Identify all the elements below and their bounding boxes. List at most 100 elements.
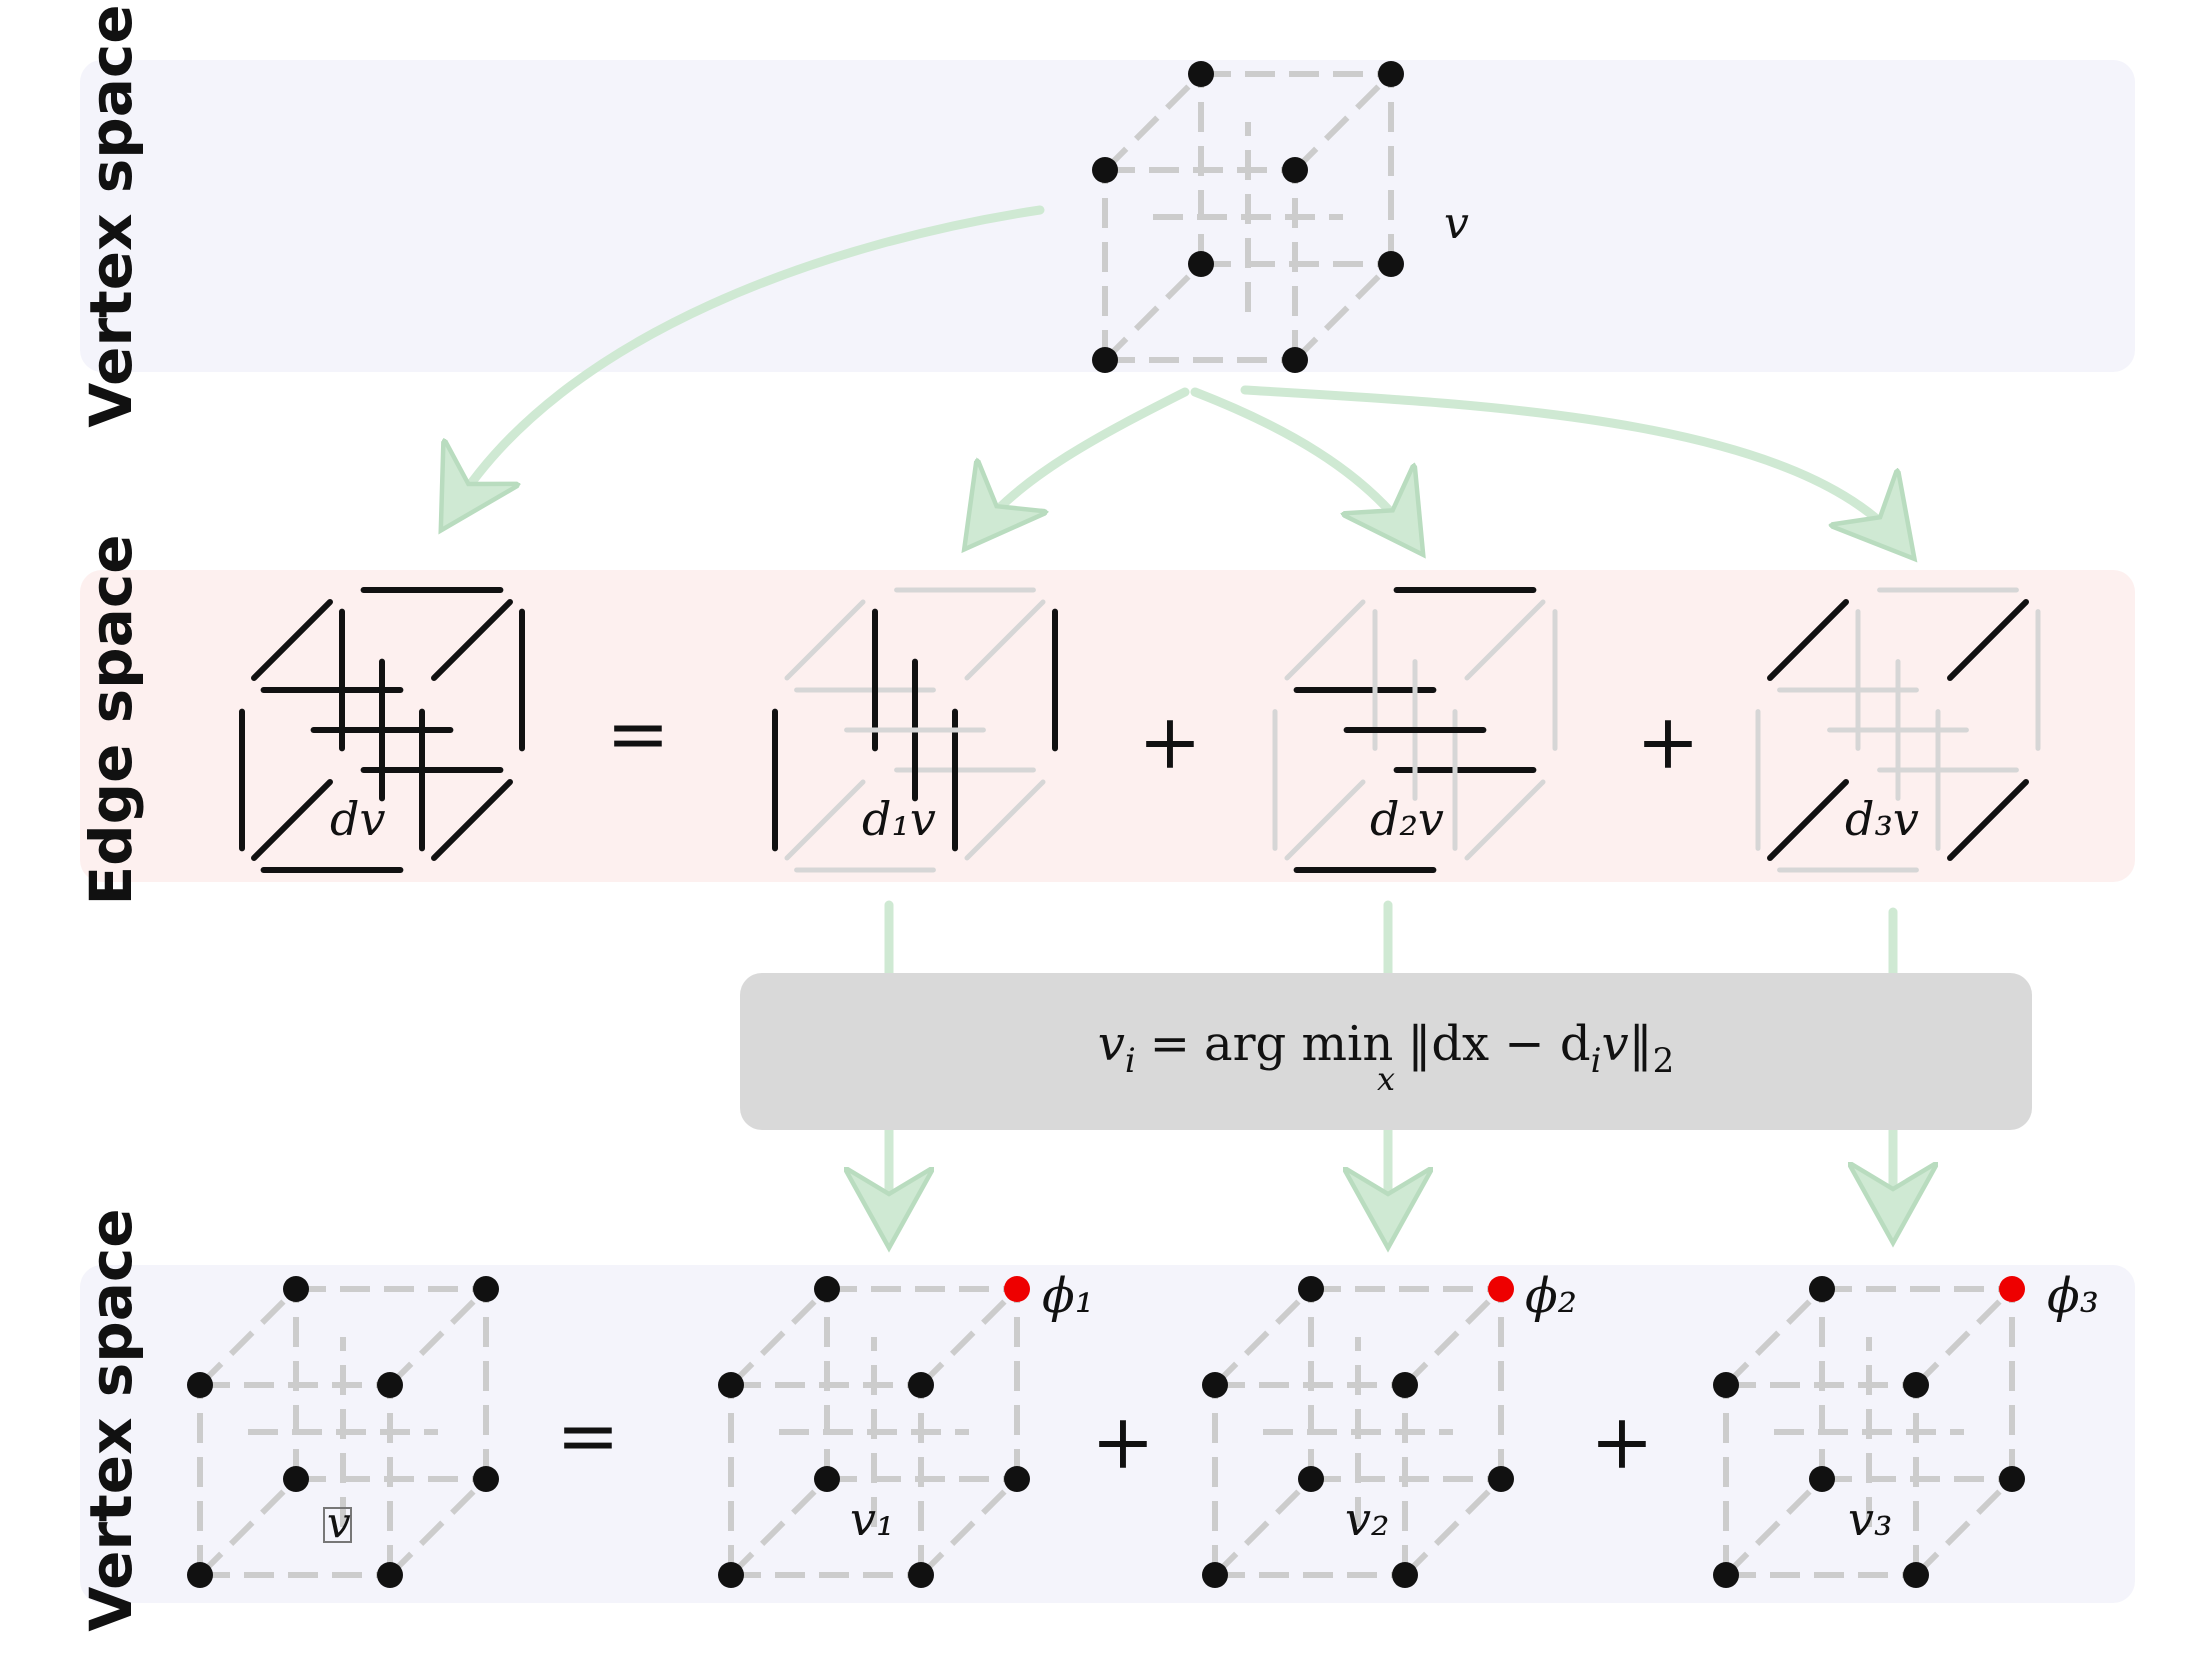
vertex-dot — [1809, 1276, 1835, 1302]
dashed-edge — [1292, 261, 1394, 363]
vertex-dot — [1092, 347, 1118, 373]
dashed-edge — [1723, 1286, 1825, 1388]
phi-vertex — [1488, 1276, 1514, 1302]
vertex-dot — [1392, 1562, 1418, 1588]
vertex-dot — [718, 1372, 744, 1398]
dashed-edge — [197, 1286, 299, 1388]
dashed-edge — [1723, 1476, 1825, 1578]
inactive-edge — [1464, 599, 1546, 681]
formula: vi=arg min‖dx − div‖2 — [1098, 1016, 1674, 1081]
edge-space-band — [80, 570, 2135, 882]
inactive-edge — [784, 779, 866, 861]
vertex-dot — [473, 1466, 499, 1492]
vertex-dot — [473, 1276, 499, 1302]
edge-label-d3v: d₃v — [1845, 792, 1919, 846]
active-edge — [1767, 779, 1849, 861]
inactive-edge — [964, 599, 1046, 681]
dashed-edge — [918, 1476, 1020, 1578]
vertex-space-label-top: Vertex space — [77, 4, 145, 427]
inactive-edge — [784, 599, 866, 681]
edge-label-d1v: d₁v — [862, 792, 936, 846]
cube-vertex-v — [187, 1276, 499, 1588]
arrow-to-d1v — [975, 387, 1190, 535]
active-edge — [1947, 599, 2029, 681]
vertex-dot — [1903, 1372, 1929, 1398]
dashed-edge — [197, 1476, 299, 1578]
vertex-dot — [1092, 157, 1118, 183]
vertex-dot — [187, 1562, 213, 1588]
dashed-edge — [387, 1286, 489, 1388]
inactive-edge — [1284, 779, 1366, 861]
phi-label-3: ϕ₃ — [2047, 1268, 2099, 1324]
cube-edge-d1v — [772, 587, 1058, 873]
vertex-dot — [814, 1276, 840, 1302]
active-edge — [431, 599, 513, 681]
vertex-dot — [1903, 1562, 1929, 1588]
bottom-label-v1: v₁ — [850, 1492, 894, 1546]
dashed-edge — [1212, 1286, 1314, 1388]
vertex-dot — [283, 1276, 309, 1302]
dashed-edge — [1402, 1476, 1504, 1578]
vertex-dot — [1298, 1466, 1324, 1492]
inactive-edge — [1464, 779, 1546, 861]
active-edge — [1767, 599, 1849, 681]
edge-equals: = — [606, 689, 670, 778]
vertex-space-band-bottom — [80, 1265, 2135, 1603]
edge-label-dv: dv — [330, 792, 385, 846]
inactive-edge — [1284, 599, 1366, 681]
vertex-dot — [1282, 157, 1308, 183]
active-edge — [1947, 779, 2029, 861]
bottom-label-v: v — [327, 1498, 351, 1547]
active-edge — [431, 779, 513, 861]
vertex-dot — [908, 1372, 934, 1398]
vertex-dot — [1713, 1562, 1739, 1588]
cube-edge-d2v — [1272, 587, 1558, 873]
arrow-to-d3v — [1240, 385, 1903, 545]
vertex-dot — [1202, 1562, 1228, 1588]
active-edge — [251, 779, 333, 861]
dashed-edge — [387, 1476, 489, 1578]
dashed-edge — [1292, 71, 1394, 173]
vertex-dot — [1298, 1276, 1324, 1302]
vertex-dot — [814, 1466, 840, 1492]
vertex-dot — [908, 1562, 934, 1588]
edge-plus-2: + — [1636, 697, 1700, 786]
vertex-dot — [718, 1562, 744, 1588]
formula-box — [740, 973, 2032, 1130]
v-label-box — [323, 1507, 352, 1543]
edge-label-d2v: d₂v — [1370, 792, 1444, 846]
cube-vertex-top — [1092, 61, 1404, 373]
vertex-dot — [1809, 1466, 1835, 1492]
dashed-edge — [1913, 1286, 2015, 1388]
bottom-plus-2: + — [1590, 1397, 1654, 1486]
cube-vertex-v1 — [718, 1276, 1030, 1588]
dashed-edge — [1212, 1476, 1314, 1578]
dashed-edge — [728, 1476, 830, 1578]
vertex-dot — [377, 1562, 403, 1588]
phi-vertex — [1004, 1276, 1030, 1302]
vertex-dot — [1392, 1372, 1418, 1398]
vertex-dot — [1188, 251, 1214, 277]
arrow-to-d2v — [1190, 387, 1413, 540]
vertex-dot — [1188, 61, 1214, 87]
bottom-label-v3: v₃ — [1848, 1492, 1892, 1546]
top-vertex-label: v — [1444, 198, 1469, 249]
cube-vertex-v2 — [1202, 1276, 1514, 1588]
vertex-dot — [1713, 1372, 1739, 1398]
cube-edge-dv — [239, 587, 525, 873]
inactive-edge — [964, 779, 1046, 861]
dashed-edge — [918, 1286, 1020, 1388]
dashed-edge — [728, 1286, 830, 1388]
dashed-edge — [1402, 1286, 1504, 1388]
dashed-edge — [1102, 261, 1204, 363]
formula-under-x: x — [1377, 1060, 1395, 1098]
phi-label-2: ϕ₂ — [1525, 1268, 1577, 1324]
vertex-dot — [1378, 61, 1404, 87]
active-edge — [251, 599, 333, 681]
edge-space-label: Edge space — [77, 534, 145, 905]
vertex-space-label-bottom: Vertex space — [77, 1208, 145, 1631]
vertex-dot — [1378, 251, 1404, 277]
dashed-edge — [1102, 71, 1204, 173]
phi-vertex — [1999, 1276, 2025, 1302]
